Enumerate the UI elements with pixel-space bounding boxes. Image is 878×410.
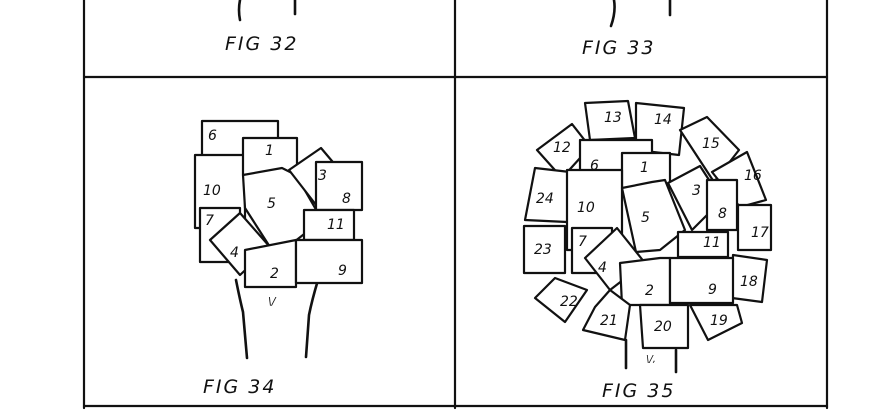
tile-label: 15 (702, 136, 720, 152)
tile-label: 22 (560, 294, 578, 310)
tile-label: 1 (265, 143, 274, 159)
tile-label: 24 (536, 191, 554, 207)
trunk-mark: \/, (646, 354, 656, 365)
panel-frame (82, 0, 829, 410)
fig-35-canopy (522, 99, 773, 350)
fig-33-label: FIG 33 (582, 37, 655, 59)
tile-label: 5 (641, 210, 650, 226)
tile-label: 11 (703, 235, 721, 251)
tile-label: 3 (692, 183, 701, 199)
tile-label: 6 (208, 128, 217, 144)
fig-35-tree: 13 14 12 15 6 1 16 24 10 5 3 8 17 23 7 1… (522, 99, 773, 402)
tile-label: 9 (708, 282, 717, 298)
fig-35-label: FIG 35 (602, 380, 675, 402)
tile-label: 8 (718, 206, 727, 222)
fig-34-canopy (193, 119, 364, 289)
tile-label: 8 (342, 191, 351, 207)
tile-label: 17 (751, 225, 769, 241)
fig-32-label: FIG 32 (225, 33, 298, 55)
tile-label: 11 (327, 217, 345, 233)
tile-label: 4 (230, 245, 239, 261)
tile-label: 6 (590, 158, 599, 174)
fig-32-panel: FIG 32 (225, 0, 298, 55)
tile-label: 2 (645, 283, 654, 299)
tile-label: 10 (577, 200, 595, 216)
fig-33-panel: FIG 33 (582, 0, 672, 59)
tile-label: 19 (710, 313, 728, 329)
fig-34-label: FIG 34 (203, 376, 276, 398)
tile-label: 4 (598, 260, 607, 276)
trunk-mark: \/ (268, 295, 277, 308)
tile-label: 9 (338, 263, 347, 279)
tile-label: 3 (318, 168, 327, 184)
tile-label: 5 (267, 196, 276, 212)
tile-label: 14 (654, 112, 672, 128)
tile-label: 13 (604, 110, 622, 126)
tile-label: 16 (744, 168, 762, 184)
tile-label: 20 (654, 319, 672, 335)
tile-label: 12 (553, 140, 571, 156)
tile-label: 1 (640, 160, 649, 176)
fig-34-tree: 6 1 10 5 3 8 7 4 11 2 9 \/ FIG 34 (193, 119, 364, 398)
tile-label: 7 (205, 213, 214, 229)
tile-label: 10 (203, 183, 221, 199)
tile-label: 7 (578, 234, 587, 250)
tile-label: 21 (600, 313, 618, 329)
tile-label: 2 (270, 266, 279, 282)
tile-label: 23 (534, 242, 552, 258)
tile-label: 18 (740, 274, 758, 290)
